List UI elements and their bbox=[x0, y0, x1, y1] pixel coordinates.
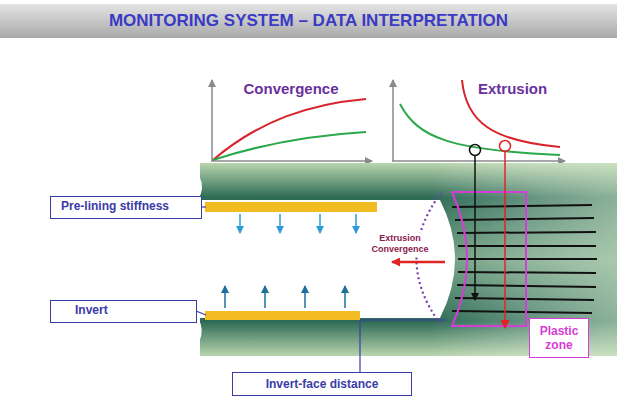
ground-mass bbox=[196, 163, 202, 200]
box-label: Invert bbox=[75, 303, 108, 317]
extrusion-chart bbox=[392, 160, 565, 162]
invert bbox=[205, 311, 360, 320]
invert bbox=[224, 286, 226, 308]
title-text: MONITORING SYSTEM – DATA INTERPRETATION bbox=[0, 11, 617, 31]
box-label: Plastic zone bbox=[534, 324, 584, 353]
callout-box: Pre-lining stiffness bbox=[50, 196, 202, 219]
ground-mass bbox=[196, 318, 202, 356]
monitoring-leaders bbox=[500, 141, 511, 152]
fiberglass-bolts bbox=[455, 298, 594, 300]
deformed-face-outline bbox=[417, 193, 442, 325]
chart-title: Convergence bbox=[236, 80, 346, 98]
pre-lining bbox=[205, 202, 377, 233]
convergence-chart bbox=[211, 80, 372, 161]
fiberglass-bolts bbox=[452, 311, 592, 313]
plastic-zone-outline bbox=[452, 192, 526, 326]
pre-lining bbox=[279, 214, 281, 233]
fiberglass-bolts bbox=[452, 205, 592, 207]
fiberglass-bolts bbox=[455, 218, 594, 220]
chart-title: Extrusion bbox=[478, 80, 568, 98]
pre-lining bbox=[319, 214, 321, 233]
pre-lining bbox=[239, 214, 241, 233]
pre-lining bbox=[205, 202, 377, 212]
invert bbox=[205, 286, 360, 320]
callout-box: Invert-face distance bbox=[232, 372, 412, 396]
box-label: Invert-face distance bbox=[266, 377, 379, 391]
fiberglass-bolts bbox=[458, 258, 597, 260]
invert bbox=[344, 286, 346, 308]
pre-lining bbox=[355, 214, 357, 233]
invert bbox=[304, 286, 306, 308]
title-band bbox=[0, 4, 617, 38]
extrusion-chart bbox=[392, 80, 394, 161]
convergence-chart bbox=[213, 99, 366, 160]
invert bbox=[264, 286, 266, 308]
monitoring-leaders bbox=[470, 145, 481, 156]
box-label: Pre-lining stiffness bbox=[61, 199, 169, 213]
arrow-label: Extrusion Convergence bbox=[362, 233, 438, 255]
extrusion-arrow bbox=[392, 261, 445, 264]
extrusion-chart bbox=[400, 104, 560, 155]
monitoring-leaders bbox=[474, 156, 476, 300]
callout-leaders bbox=[359, 320, 360, 372]
callout-leaders bbox=[196, 207, 446, 372]
callout-leaders bbox=[196, 311, 206, 315]
callout-leaders bbox=[360, 319, 446, 320]
ground-mass bbox=[196, 163, 617, 356]
monitoring-leaders bbox=[504, 151, 506, 328]
convergence-chart bbox=[211, 80, 213, 161]
convergence-chart bbox=[213, 132, 366, 160]
zone-label-box: Plastic zone bbox=[529, 318, 589, 358]
convergence-chart bbox=[211, 160, 372, 162]
callout-box: Invert bbox=[50, 300, 197, 323]
fiberglass-bolts bbox=[452, 205, 597, 313]
monitoring-leaders bbox=[470, 141, 511, 329]
